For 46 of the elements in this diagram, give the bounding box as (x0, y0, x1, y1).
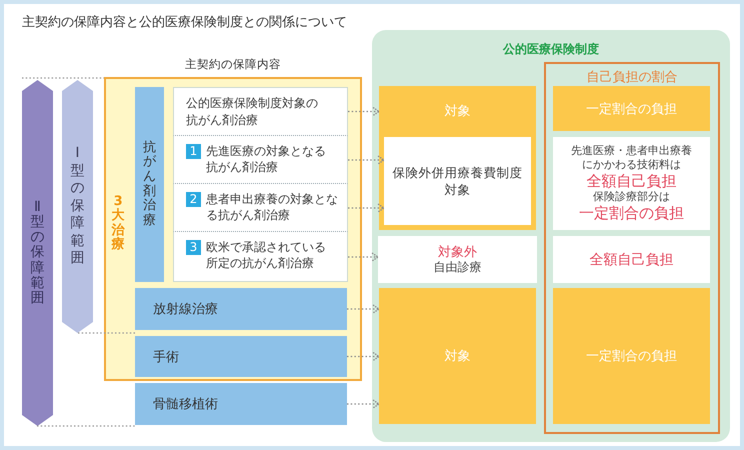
treatment-group-panel (104, 77, 362, 381)
copay-panel (544, 62, 720, 434)
panel-title: 自己負担の割合 (586, 69, 678, 86)
step-number: 3 (186, 240, 201, 255)
dotted-arrow (348, 106, 380, 116)
row-text: 欧米で承認されている所定の抗がん剤治療 (206, 239, 327, 272)
copay-box: 全額自己負担 (553, 236, 710, 283)
treatment-bar: 放射線治療 (135, 288, 347, 330)
status-note: 自由診療 (434, 260, 482, 274)
treatment-row (173, 136, 348, 184)
treatment-row (173, 184, 348, 232)
note-text: 先進医療・患者申出療養にかかわる技術料は (570, 144, 693, 172)
coverage-note-box: 保険外併用療養費制度対象 (384, 137, 531, 225)
group-title: 3大治療 (111, 195, 126, 252)
dotted-arrow (348, 203, 385, 213)
note-text: 保険診療部分は (593, 190, 670, 204)
step-number: 1 (186, 144, 201, 159)
step-number: 2 (186, 192, 201, 207)
dotted-arrow (348, 155, 385, 165)
row-text: 先進医療の対象となる抗がん剤治療 (206, 143, 327, 176)
treatment-row (173, 232, 348, 282)
diagram-title: 主契約の保障内容と公的医療保険制度との関係について (22, 14, 347, 31)
copay-box (553, 137, 710, 230)
dotted-arrow (348, 252, 379, 262)
section-heading: 主契約の保障内容 (185, 57, 281, 72)
box-title: 対象 (444, 103, 470, 120)
status-text: 対象外 (438, 244, 477, 260)
treatment-row: 公的医療保険制度対象の抗がん剤治療 (173, 87, 348, 136)
coverage-box (378, 236, 537, 283)
dotted-arrow (347, 352, 380, 362)
copay-box: 一定割合の負担 (553, 288, 710, 424)
coverage-box: 対象 (379, 288, 536, 424)
coverage-range-arrow: Ⅱ型の保障範囲 (22, 80, 53, 426)
dotted-arrow (347, 304, 380, 314)
treatment-bar: 手術 (135, 336, 347, 377)
category-bar: 抗がん剤治療 (135, 87, 164, 282)
insurance-panel (372, 30, 730, 442)
emphasis-text: 全額自己負担 (586, 172, 676, 190)
coverage-box (379, 86, 536, 230)
coverage-range-arrow: Ⅰ型の保障範囲 (62, 80, 93, 333)
copay-box: 一定割合の負担 (553, 86, 710, 131)
row-text: 患者申出療養の対象となる抗がん剤治療 (206, 191, 339, 224)
emphasis-text: 一定割合の負担 (579, 204, 684, 223)
dotted-arrow (347, 399, 380, 409)
treatment-bar: 骨髄移植術 (135, 383, 347, 425)
panel-title: 公的医療保険制度 (503, 41, 599, 58)
